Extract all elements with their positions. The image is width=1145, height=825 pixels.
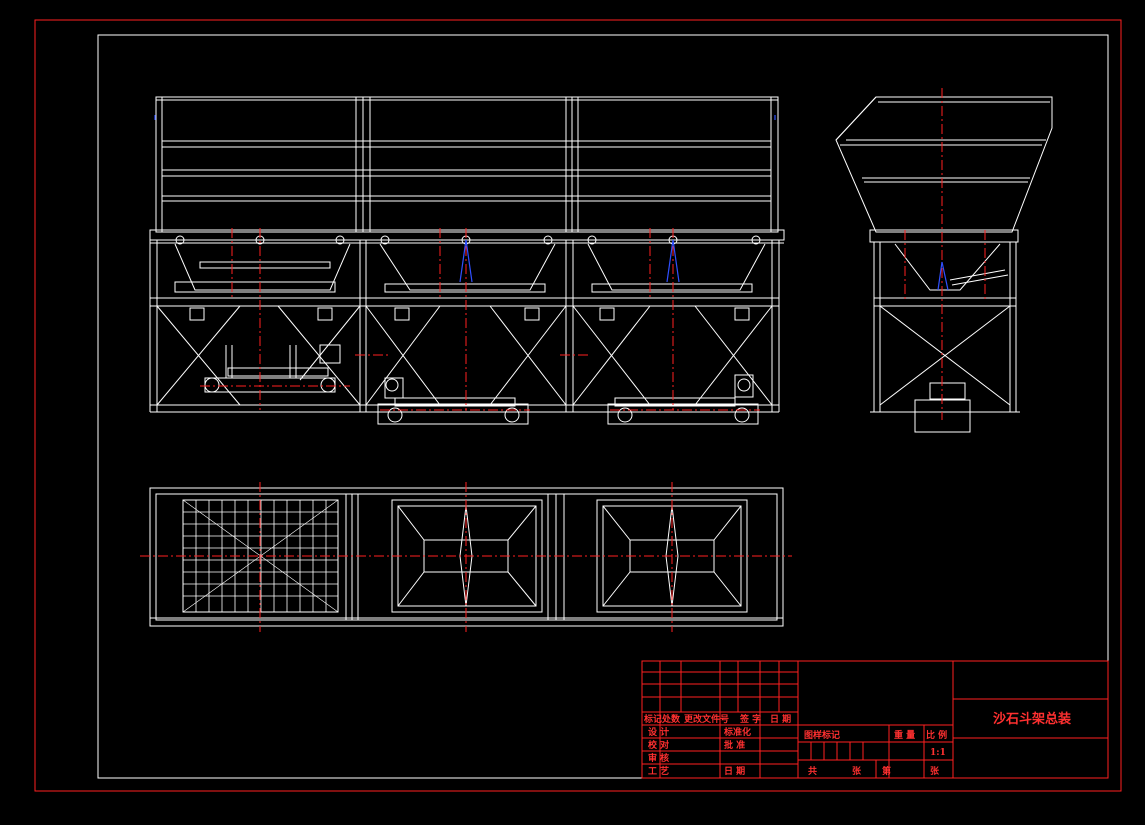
title-block-text: 标记 处数 更改文件号 签 字 日 期 设 计 标准化 校 对 批 准 审 核 …: [643, 711, 1071, 777]
title-block: [641, 660, 1109, 779]
tb-count-label: 处数: [661, 713, 681, 725]
tb-sheet-total-label: 共: [808, 765, 817, 777]
drawing-title: 沙石斗架总装: [993, 711, 1071, 727]
inner-border: [97, 34, 1109, 779]
tb-approve-label: 批 准: [724, 739, 745, 751]
tb-sheet-unit-label: 张: [852, 765, 862, 777]
plan-view-centerlines: [140, 482, 792, 632]
tb-scale-label: 比 例: [926, 729, 947, 741]
tb-sign-label: 签 字: [739, 713, 761, 725]
tb-sheet-unit2-label: 张: [930, 765, 940, 777]
tb-change-doc-label: 更改文件号: [684, 713, 729, 725]
front-view-centerlines: [200, 228, 760, 411]
tb-date-row-label: 日 期: [724, 765, 745, 777]
tb-standardize-label: 标准化: [723, 726, 751, 738]
tb-scale-value: 1:1: [930, 748, 946, 758]
tb-design-label: 设 计: [648, 726, 669, 738]
outer-border: [34, 19, 1122, 792]
side-view-centerlines: [904, 88, 986, 420]
tb-date-label: 日 期: [770, 713, 791, 725]
side-view: [835, 96, 1053, 433]
side-view-accents: [937, 261, 949, 291]
tb-mark-label: 标记: [643, 713, 662, 725]
tb-review-label: 审 核: [648, 752, 669, 764]
tb-process-label: 工 艺: [648, 765, 669, 777]
front-view: [149, 96, 785, 425]
front-view-accents: [154, 115, 776, 283]
tb-check-label: 校 对: [648, 739, 669, 751]
tb-stage-mark-label: 图样标记: [804, 729, 840, 741]
tb-sheet-no-label: 第: [882, 765, 891, 777]
tb-weight-label: 重 量: [894, 729, 915, 741]
